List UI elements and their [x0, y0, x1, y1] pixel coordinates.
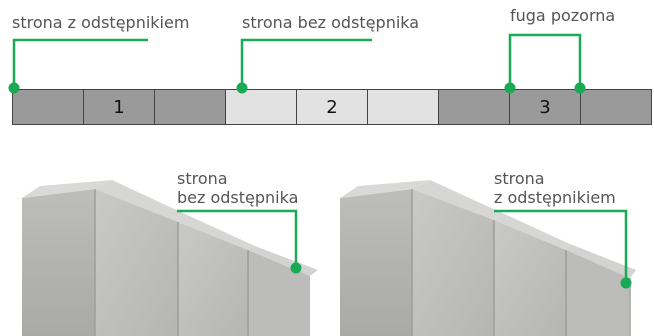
callout-false-joint — [508, 33, 582, 89]
tile-cell: 2 — [296, 90, 367, 124]
slab-right-face — [178, 222, 248, 336]
callout-photo-without-spacer — [177, 209, 298, 268]
block-illustration-with-spacer — [340, 180, 636, 336]
slab-left-face — [340, 189, 412, 336]
slab-top — [494, 212, 570, 250]
tile-cell — [580, 90, 652, 124]
slab-top — [95, 180, 185, 222]
callout-dot — [504, 82, 516, 94]
slab-right-face — [494, 220, 566, 336]
label-side-without-spacer: strona bez odstępnika — [242, 13, 420, 32]
photo-label-right-line1: strona — [494, 169, 545, 188]
slab-middle-face — [412, 189, 494, 336]
callout-dot — [574, 82, 586, 94]
tile-cell — [367, 90, 438, 124]
callout-dot — [290, 262, 302, 274]
photo-label-right-line2: z odstępnikiem — [494, 188, 616, 207]
callout-dot — [620, 277, 632, 289]
tile-cell — [438, 90, 509, 124]
slab-top — [412, 180, 500, 220]
tile-cell: 1 — [83, 90, 154, 124]
tile-cell — [12, 90, 83, 124]
photo-label-left-line1: strona — [177, 169, 228, 188]
slab-top — [340, 180, 430, 198]
label-false-joint: fuga pozorna — [510, 6, 616, 25]
tile-cell — [225, 90, 296, 124]
photo-label-left-line2: bez odstępnika — [177, 188, 299, 207]
tile-cell — [154, 90, 225, 124]
slab-top — [178, 214, 255, 250]
tile-strip: 1 2 3 — [12, 89, 652, 125]
tile-cell: 3 — [509, 90, 580, 124]
callout-dot — [236, 82, 248, 94]
callout-photo-with-spacer — [494, 209, 628, 283]
slab-middle-face — [95, 189, 178, 336]
callout-side-without-spacer — [240, 38, 372, 89]
callout-dot — [8, 82, 20, 94]
label-side-with-spacer: strona z odstępnikiem — [12, 13, 190, 32]
slab-left-face — [22, 189, 95, 336]
callout-side-with-spacer — [12, 38, 148, 89]
slab-top — [566, 244, 636, 278]
slab-end-face — [566, 250, 630, 336]
slab-top — [22, 180, 112, 198]
